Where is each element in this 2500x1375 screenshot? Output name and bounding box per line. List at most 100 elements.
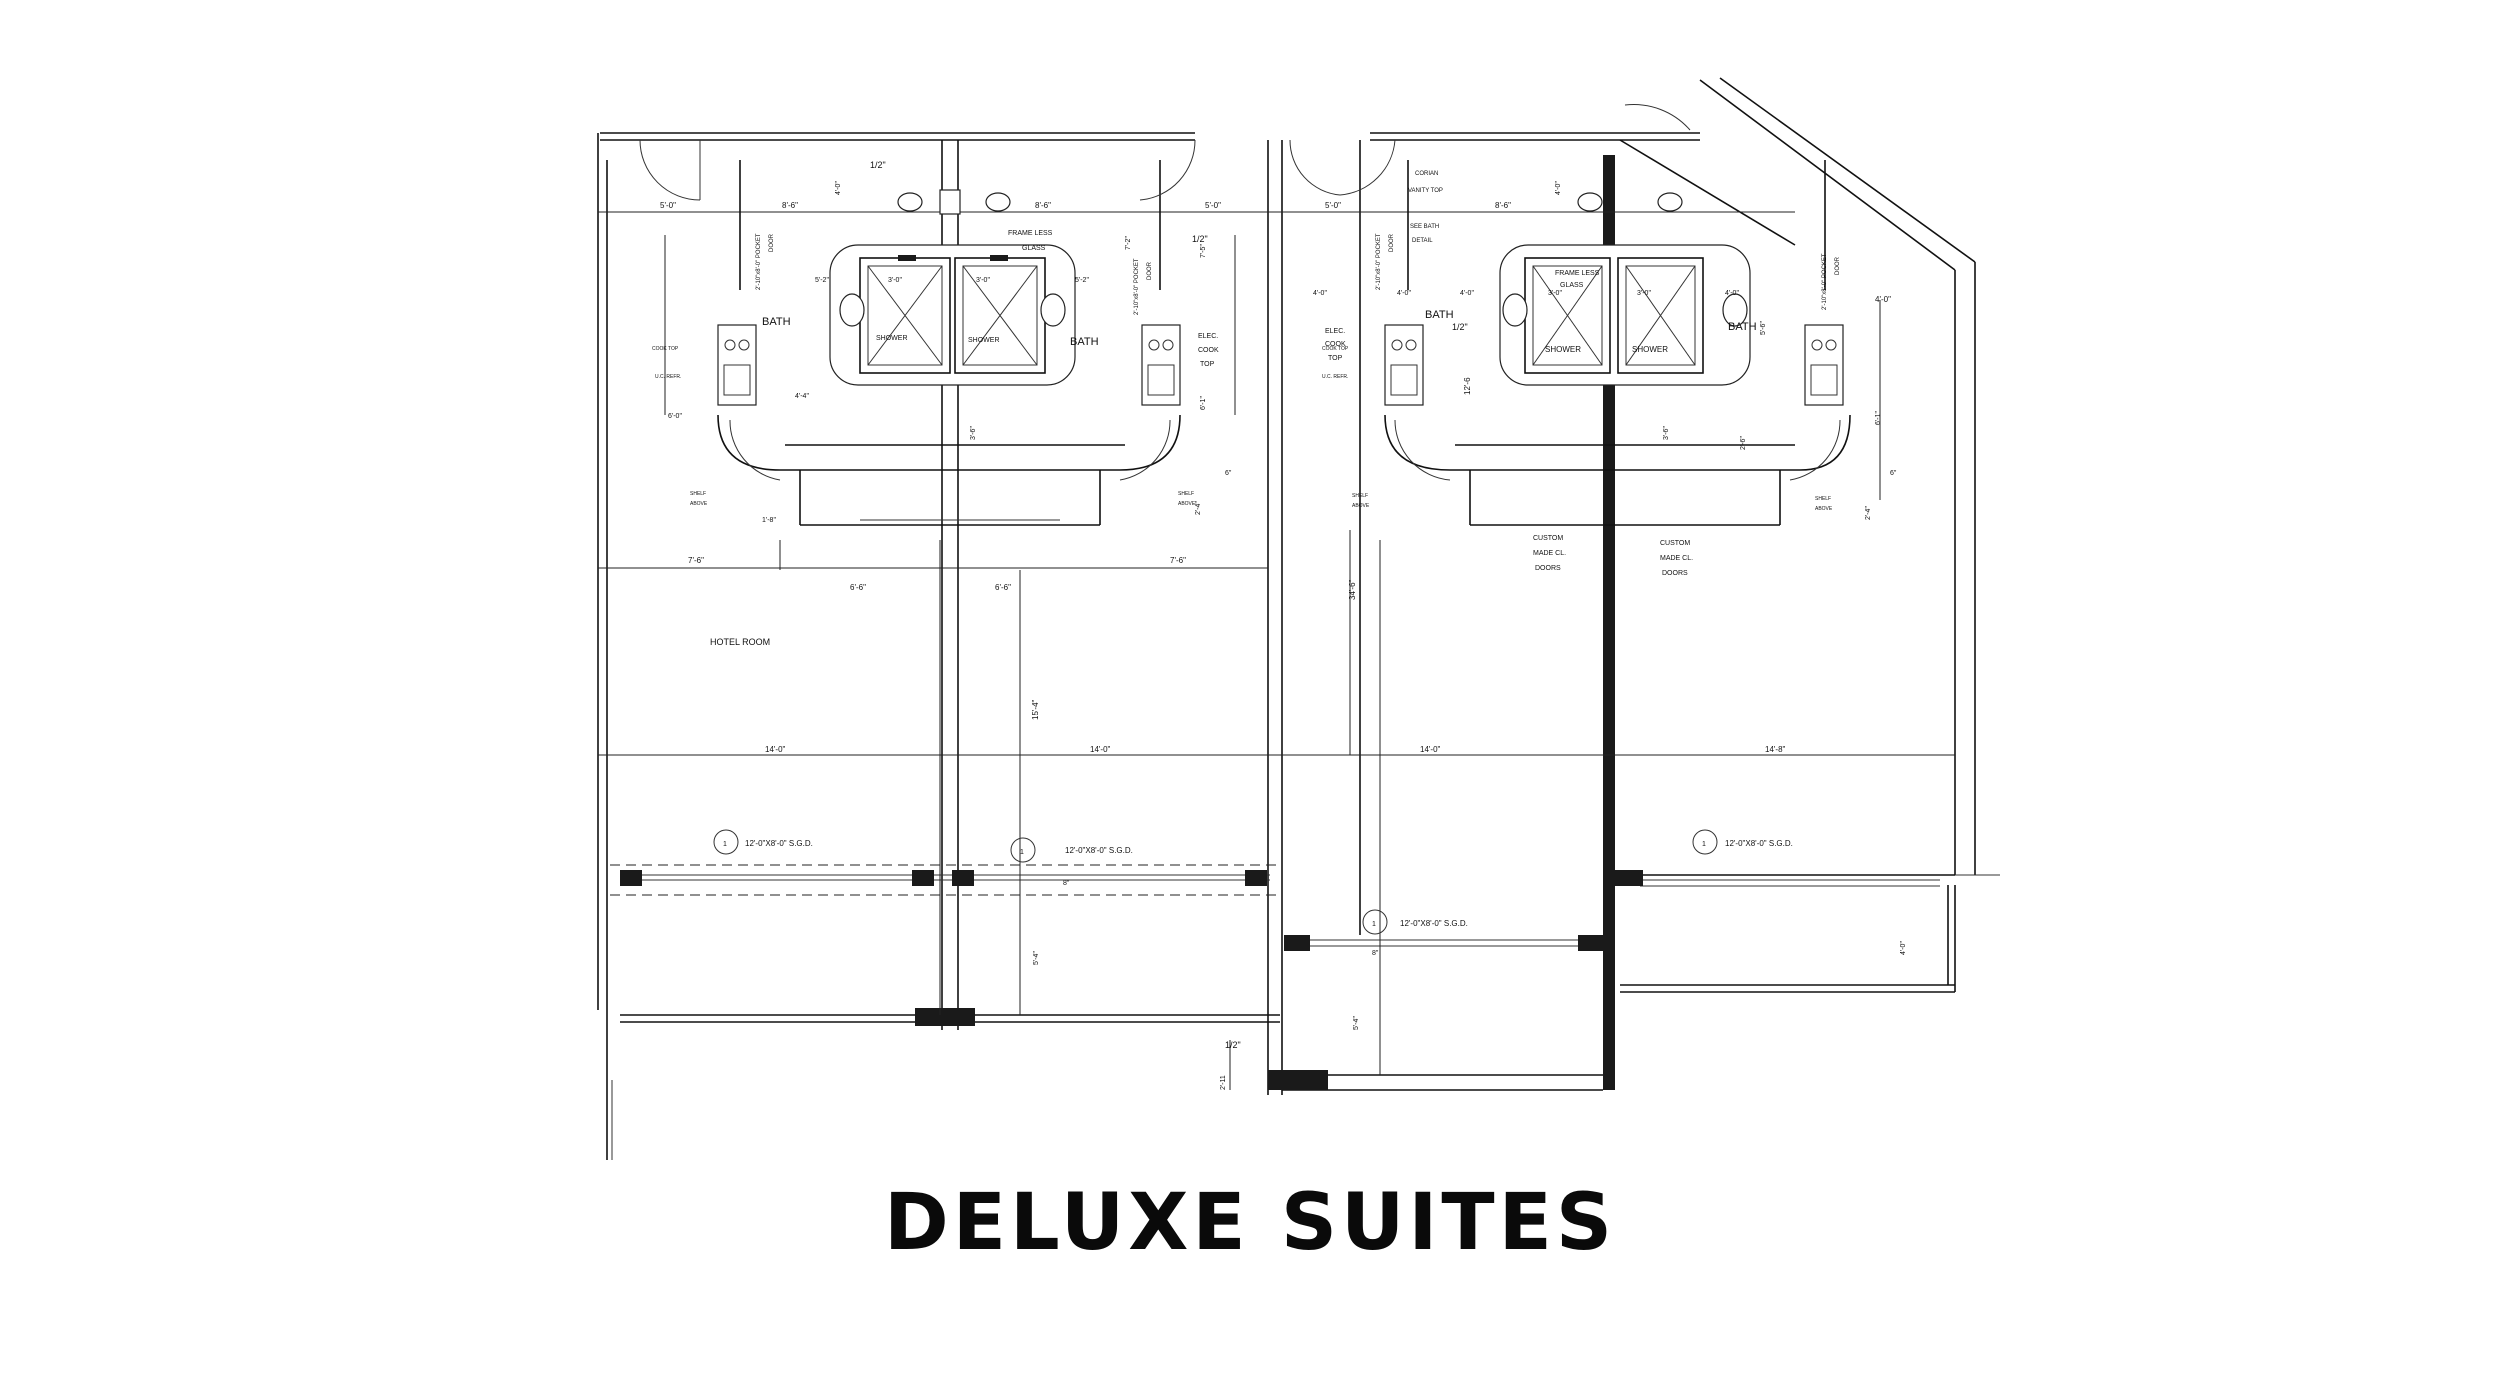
dim-3-6-b: 3'-6" (1663, 426, 1670, 440)
label-pocket-door-4: 2'-10"x8'-0" POCKET (1822, 253, 1828, 310)
dim-5-0-b: 5'-0" (1205, 201, 1221, 210)
label-above-1: ABOVE (690, 501, 708, 507)
label-above-2: ABOVE (1178, 501, 1196, 507)
dim-half-a: 1/2" (870, 160, 886, 170)
dim-6-6-a: 6'-6" (850, 583, 866, 592)
dim-2-11: 2'-11 (1220, 1075, 1227, 1090)
label-cooktop-1: COOK TOP (652, 346, 679, 352)
dim-6-6-b: 6'-6" (995, 583, 1011, 592)
label-shelf-1: SHELF (690, 491, 706, 497)
dim-14-8: 14'-8" (1765, 745, 1786, 754)
label-bath-1: BATH (762, 316, 791, 328)
label-tag-2: 1 (1020, 849, 1024, 856)
label-shelf-3: SHELF (1352, 493, 1368, 499)
label-door-1: DOOR (769, 233, 775, 252)
label-top-2: TOP (1328, 355, 1343, 362)
dimension-labels: 5'-0" 8'-6" 8'-6" 5'-0" 5'-0" 8'-6" 5'-2… (660, 160, 1907, 1090)
label-tag-1: 1 (723, 841, 727, 848)
dim-4-0-e: 4'-0" (1875, 295, 1891, 304)
label-elec-1: ELEC. (1198, 333, 1218, 340)
dim-5-4-b: 5'-4" (1353, 1016, 1360, 1030)
dim-6-b: 6" (1890, 470, 1897, 477)
label-sgd-2: 12'-0"X8'-0" S.G.D. (1065, 846, 1133, 855)
dim-3-0-a: 3'-0" (888, 277, 902, 284)
label-pocket-door-1: 2'-10"x8'-0" POCKET (756, 233, 762, 290)
dim-12-6: 12'-6 (1463, 377, 1472, 395)
dim-7-5: 7'-5" (1200, 244, 1207, 258)
label-shelf-2: SHELF (1178, 491, 1194, 497)
dim-1-8: 1'-8" (762, 517, 776, 524)
label-shower-2: SHOWER (968, 337, 1000, 344)
dim-7-6-a: 7'-6" (688, 556, 704, 565)
dim-34-6: 34'-6" (1348, 579, 1357, 600)
dim-7-6-b: 7'-6" (1170, 556, 1186, 565)
dim-4-0-g: 4'-0" (1555, 181, 1562, 195)
dim-3-0-b: 3'-0" (976, 277, 990, 284)
dim-6-0-a: 6'-0" (668, 413, 682, 420)
label-shower-4: SHOWER (1632, 345, 1668, 354)
dim-6-a: 6" (1225, 470, 1232, 477)
dim-14-0-a: 14'-0" (765, 745, 786, 754)
dim-half-c: 1/2" (1452, 322, 1468, 332)
dim-4-0-h: 4'-0" (1900, 941, 1907, 955)
label-ucrefr-2: U.C. REFR. (1322, 374, 1348, 380)
dim-3-0-d: 3'-0" (1637, 290, 1651, 297)
page-title: DELUXE SUITES (883, 1178, 1617, 1268)
dim-5-0-a: 5'-0" (660, 201, 676, 210)
label-bath-2: BATH (1070, 336, 1099, 348)
label-tag-4: 1 (1702, 841, 1706, 848)
label-pocket-door-2: 2'-10"x8'-0" POCKET (1134, 258, 1140, 315)
dim-8-6-b: 8'-6" (1035, 201, 1051, 210)
label-cook-1: COOK (1198, 347, 1219, 354)
door-swings (639, 104, 1691, 201)
dim-5-2-b: 5'-2" (1075, 277, 1089, 284)
dim-14-0-b: 14'-0" (1090, 745, 1111, 754)
label-door-2: DOOR (1147, 261, 1153, 280)
bathroom-core-right (1384, 160, 1851, 526)
dim-3-0-c: 3'-0" (1548, 290, 1562, 297)
label-glass-2: GLASS (1560, 282, 1584, 289)
label-shower-1: SHOWER (876, 335, 908, 342)
label-detail: DETAIL (1412, 238, 1433, 244)
label-cooktop-2: COOK TOP (1322, 346, 1349, 352)
dim-2-6: 2'-6" (1740, 436, 1747, 450)
dim-4-0-f: 4'-0" (835, 181, 842, 195)
walls (597, 77, 2000, 1160)
label-elec-2: ELEC. (1325, 328, 1345, 335)
room-labels: BATH BATH BATH BATH SHOWER SHOWER SHOWER… (652, 171, 1841, 928)
label-glass-1: GLASS (1022, 245, 1046, 252)
label-doors-2: DOORS (1662, 570, 1688, 577)
dim-5-0-c: 5'-0" (1325, 201, 1341, 210)
dim-4-0-b: 4'-0" (1397, 290, 1411, 297)
label-vanity-top: VANITY TOP (1408, 188, 1443, 194)
label-door-3: DOOR (1389, 233, 1395, 252)
label-hotel-room: HOTEL ROOM (710, 637, 770, 647)
label-doors-1: DOORS (1535, 565, 1561, 572)
dimension-lines (598, 211, 1955, 1090)
label-madecl-2: MADE CL. (1660, 555, 1693, 562)
label-see-bath: SEE BATH (1410, 224, 1439, 230)
label-shelf-4: SHELF (1815, 496, 1831, 502)
tag-circles (713, 829, 1718, 935)
label-ucrefr-1: U.C. REFR. (655, 374, 681, 380)
label-door-4: DOOR (1835, 256, 1841, 275)
label-madecl-1: MADE CL. (1533, 550, 1566, 557)
dim-15-4: 15'-4" (1031, 699, 1040, 720)
label-top-1: TOP (1200, 361, 1215, 368)
dim-8-6-a: 8'-6" (782, 201, 798, 210)
dim-4-0-c: 4'-0" (1460, 290, 1474, 297)
label-tag-3: 1 (1372, 921, 1376, 928)
bathroom-core-left (717, 160, 1181, 526)
dim-8-a: 8" (1063, 880, 1070, 887)
label-frameless-1: FRAME LESS (1008, 230, 1053, 237)
label-pocket-door-3: 2'-10"x8'-0" POCKET (1376, 233, 1382, 290)
label-above-4: ABOVE (1815, 506, 1833, 512)
label-sgd-4: 12'-0"X8'-0" S.G.D. (1725, 839, 1793, 848)
dim-7-2: 7'-2" (1125, 236, 1132, 250)
label-custom-2: CUSTOM (1660, 540, 1690, 547)
label-corian: CORIAN (1415, 171, 1438, 177)
dim-8-b: 8" (1372, 950, 1379, 957)
sliding-doors (610, 864, 1940, 1090)
dim-4-4: 4'-4" (795, 393, 809, 400)
label-cook-2: COOK (1325, 341, 1346, 348)
